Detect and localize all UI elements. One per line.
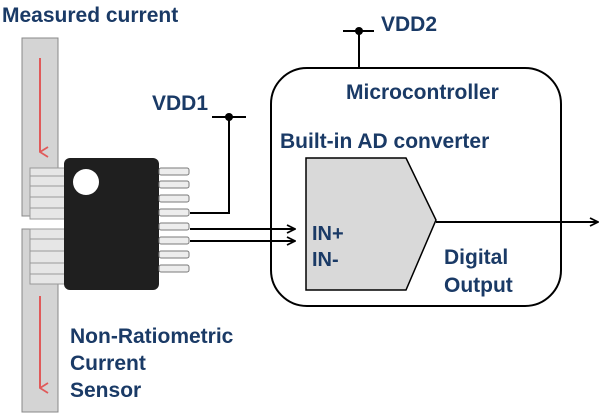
microcontroller-label: Microcontroller	[346, 81, 499, 104]
vdd2-supply	[343, 27, 374, 68]
adc-shape	[305, 157, 437, 291]
microcontroller-box	[270, 67, 562, 307]
sensor-leadframe	[29, 167, 67, 285]
vdd1-supply	[190, 113, 246, 214]
sensor-label-line1: Non-Ratiometric	[70, 325, 234, 348]
digital-output-label-line1: Digital	[444, 246, 508, 269]
sensor-label-line3: Sensor	[70, 379, 141, 402]
pin1-marker	[73, 169, 99, 195]
vdd1-label: VDD1	[152, 92, 208, 115]
digital-output-label-line2: Output	[444, 274, 513, 297]
measured-current-label: Measured current	[2, 4, 178, 27]
adc-label: Built-in AD converter	[280, 130, 489, 153]
sensor-chip	[64, 158, 190, 290]
sensor-label-line2: Current	[70, 352, 146, 375]
conductor	[21, 37, 59, 413]
chip-pins	[158, 167, 190, 273]
vdd2-label: VDD2	[381, 13, 437, 36]
signal-wires	[190, 229, 295, 241]
in-minus-label: IN-	[312, 249, 339, 271]
in-plus-label: IN+	[312, 223, 344, 245]
